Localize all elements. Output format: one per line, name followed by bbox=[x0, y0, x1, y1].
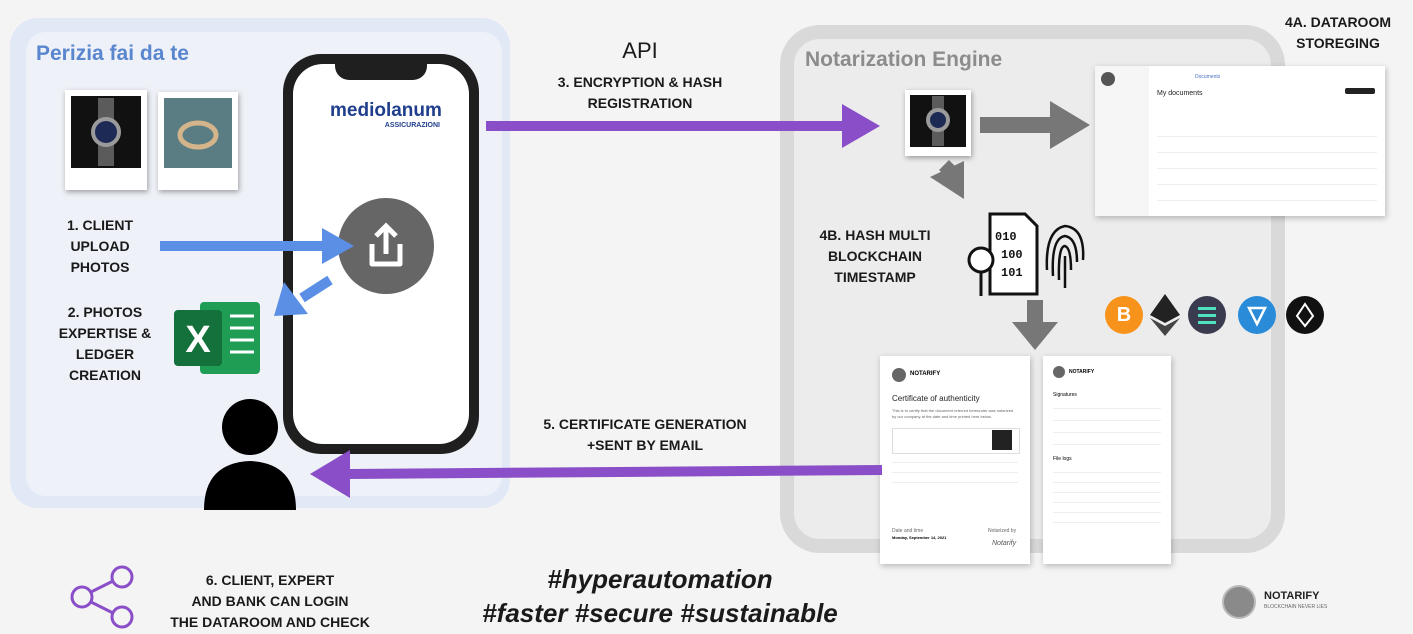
engine-photo bbox=[905, 90, 971, 156]
share-icon[interactable] bbox=[70, 565, 136, 629]
hashtag-line2: #faster #secure #sustainable bbox=[482, 598, 838, 628]
certificate-doc: NOTARIFY Certificate of authenticity Thi… bbox=[880, 356, 1030, 564]
excel-icon: X bbox=[172, 298, 264, 378]
solana-icon bbox=[1188, 296, 1226, 334]
upload-button[interactable] bbox=[338, 198, 434, 294]
notarify-tagline: BLOCKCHAIN NEVER LIES bbox=[1264, 604, 1328, 610]
dataroom-screenshot: Documents My documents bbox=[1095, 66, 1385, 216]
encryption-arrow bbox=[486, 104, 880, 148]
phone-notch bbox=[335, 60, 427, 80]
mediolanum-logo: mediolanum ASSICURAZIONI bbox=[330, 100, 442, 129]
svg-text:100: 100 bbox=[1001, 248, 1023, 262]
notarify-name: NOTARIFY bbox=[1264, 590, 1320, 602]
watch-photo bbox=[65, 90, 147, 190]
engine-arrows bbox=[930, 101, 1090, 199]
hashtag-line1: #hyperautomation bbox=[547, 564, 773, 594]
step5-label: 5. CERTIFICATE GENERATION+SENT BY EMAIL bbox=[543, 416, 747, 453]
hash-fingerprint-icon: 010 100 101 bbox=[965, 210, 1090, 300]
svg-text:X: X bbox=[185, 319, 211, 361]
api-label: API bbox=[622, 38, 658, 63]
svg-text:010: 010 bbox=[995, 230, 1017, 244]
user-icon bbox=[200, 395, 300, 510]
ethereum-icon bbox=[1150, 294, 1180, 336]
left-panel-title: Perizia fai da te bbox=[36, 42, 189, 65]
bitcoin-icon: B bbox=[1105, 296, 1143, 334]
eos-icon bbox=[1286, 296, 1324, 334]
notarify-logo-icon bbox=[1222, 585, 1256, 619]
ring-photo bbox=[158, 92, 238, 190]
down-arrow bbox=[1012, 300, 1058, 350]
left-arrows bbox=[160, 228, 354, 316]
certificate-arrow bbox=[310, 450, 883, 498]
right-panel-title: Notarization Engine bbox=[805, 48, 1003, 71]
tron-icon bbox=[1238, 296, 1276, 334]
signatures-doc: NOTARIFY Signatures File logs bbox=[1043, 356, 1171, 564]
svg-text:101: 101 bbox=[1001, 266, 1023, 280]
